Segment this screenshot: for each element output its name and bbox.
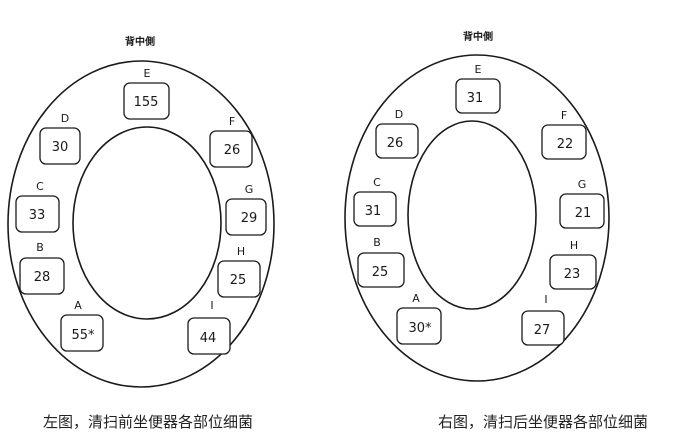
right-zone-D: D 26 <box>375 108 419 159</box>
left-zone-D: D 30 <box>39 112 81 165</box>
zone-box <box>549 254 597 290</box>
zone-count: 31 <box>365 204 382 219</box>
left-zone-C: C 33 <box>15 180 60 233</box>
zone-count: 23 <box>564 267 581 282</box>
zone-box <box>455 78 501 114</box>
zone-letter: D <box>395 108 403 121</box>
zone-box <box>396 307 442 345</box>
right-zone-H: H 23 <box>549 239 597 290</box>
zone-letter: G <box>245 183 254 196</box>
zone-box <box>123 82 170 120</box>
left-seat-inner-opening <box>72 126 222 320</box>
zone-letter: G <box>578 178 587 191</box>
zone-letter: E <box>144 67 151 80</box>
left-zone-E: E 155 <box>123 67 170 120</box>
zone-letter: F <box>561 109 567 122</box>
zone-count: 30* <box>408 321 432 336</box>
left-zone-B: B 28 <box>19 241 65 295</box>
left-zone-F: F 26 <box>209 115 253 168</box>
left-zone-A: A 55* <box>60 299 104 352</box>
left-zone-I: I 44 <box>187 299 231 355</box>
zone-box <box>39 127 81 165</box>
zone-box <box>225 198 267 236</box>
right-zone-E: E 31 <box>455 63 501 114</box>
left-zone-G: G 29 <box>225 183 267 236</box>
zone-count: 21 <box>575 206 592 221</box>
zone-letter: A <box>74 299 82 312</box>
zone-letter: I <box>544 293 547 306</box>
right-seat-outer-ring <box>344 54 610 382</box>
right-zone-C: C 31 <box>353 176 397 227</box>
left-diagram: 背中側 E 155 D 30 F 26 C 33 G 29 <box>7 35 275 431</box>
zone-box <box>375 123 419 159</box>
zone-box <box>60 314 104 352</box>
zone-count: 30 <box>52 140 69 155</box>
right-diagram: 背中側 E 31 D 26 F 22 C 31 G 21 <box>344 30 648 431</box>
zone-box <box>187 317 231 355</box>
zone-count: 25 <box>372 265 389 280</box>
right-seat-inner-opening <box>407 120 537 310</box>
zone-letter: D <box>61 112 69 125</box>
zone-box <box>541 124 587 160</box>
zone-box <box>559 193 605 229</box>
zone-letter: C <box>373 176 381 189</box>
zone-letter: A <box>412 292 420 305</box>
zone-count: 29 <box>241 211 258 226</box>
zone-letter: H <box>570 239 578 252</box>
zone-box <box>353 191 397 227</box>
left-seat-outer-ring <box>7 60 275 388</box>
zone-count: 28 <box>34 270 51 285</box>
right-caption: 右图，清扫后坐便器各部位细菌 <box>438 413 648 431</box>
zone-letter: C <box>36 180 44 193</box>
right-zone-F: F 22 <box>541 109 587 160</box>
zone-count: 25 <box>230 273 247 288</box>
zone-box <box>521 310 565 346</box>
right-zone-G: G 21 <box>559 178 605 229</box>
right-zone-B: B 25 <box>357 236 405 288</box>
left-zone-H: H 25 <box>217 245 261 298</box>
zone-letter: B <box>373 236 381 249</box>
zone-count: 31 <box>467 91 484 106</box>
zone-count: 44 <box>200 331 217 346</box>
zone-letter: E <box>475 63 482 76</box>
zone-count: 33 <box>29 208 46 223</box>
right-zone-A: A 30* <box>396 292 442 345</box>
zone-letter: I <box>210 299 213 312</box>
left-caption: 左图，清扫前坐便器各部位细菌 <box>43 413 253 431</box>
zone-count: 155 <box>134 95 159 110</box>
zone-count: 27 <box>534 323 551 338</box>
zone-letter: H <box>237 245 245 258</box>
zone-count: 55* <box>71 328 95 343</box>
left-back-label: 背中側 <box>125 35 155 48</box>
zone-count: 22 <box>557 137 574 152</box>
zone-count: 26 <box>387 136 404 151</box>
zone-box <box>209 130 253 168</box>
zone-count: 26 <box>224 143 241 158</box>
zone-letter: B <box>36 241 44 254</box>
zone-box <box>357 252 405 288</box>
zone-box <box>15 195 60 233</box>
zone-box <box>217 260 261 298</box>
zone-letter: F <box>229 115 235 128</box>
right-zone-I: I 27 <box>521 293 565 346</box>
right-back-label: 背中側 <box>463 30 493 43</box>
zone-box <box>19 257 65 295</box>
